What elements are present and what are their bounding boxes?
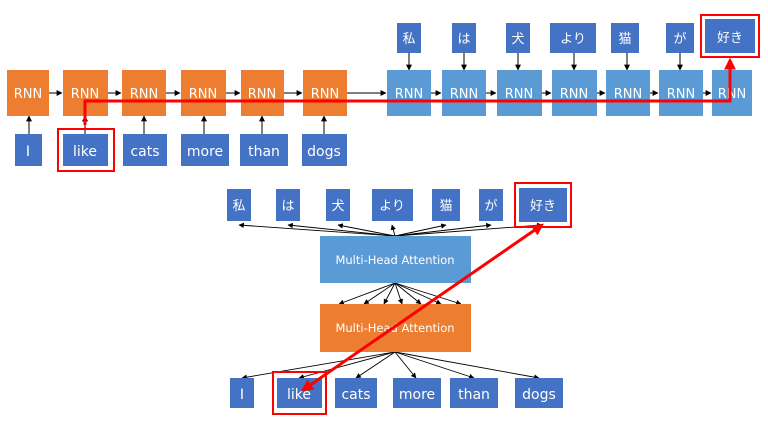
rnn-input-words: I like cats more than dogs (15, 134, 347, 166)
svg-text:than: than (458, 387, 490, 403)
rnn-input-word: than (240, 134, 288, 166)
rnn-decoder-cells: RNN RNN RNN RNN RNN RNN RNN (387, 70, 752, 116)
rnn-decoder-cell: RNN (497, 70, 542, 116)
attention-input-word: than (450, 378, 498, 408)
rnn-decoder-cell: RNN (387, 70, 431, 116)
attention-input-word: dogs (515, 378, 563, 408)
svg-text:dogs: dogs (522, 387, 556, 403)
rnn-input-word: dogs (302, 134, 347, 166)
rnn-output-word: 犬 (506, 23, 530, 53)
svg-text:RNN: RNN (614, 87, 642, 102)
svg-text:more: more (187, 144, 223, 160)
svg-text:猫: 猫 (439, 199, 452, 214)
rnn-output-word: 私 (397, 23, 421, 53)
rnn-input-word: more (181, 134, 229, 166)
svg-text:好き: 好き (717, 31, 743, 46)
attention-input-word: I (230, 378, 254, 408)
svg-text:私: 私 (402, 32, 415, 47)
attention-output-word: 私 (227, 189, 251, 221)
svg-text:RNN: RNN (71, 87, 99, 102)
svg-text:RNN: RNN (130, 87, 158, 102)
attention-output-word: 犬 (326, 189, 350, 221)
svg-text:dogs: dogs (307, 144, 341, 160)
svg-text:RNN: RNN (667, 87, 695, 102)
rnn-output-word: 好き (705, 19, 755, 53)
svg-text:cats: cats (130, 144, 159, 160)
svg-text:猫: 猫 (618, 32, 631, 47)
rnn-input-word: cats (123, 134, 167, 166)
svg-text:RNN: RNN (189, 87, 217, 102)
rnn-output-word: より (550, 23, 596, 53)
svg-text:RNN: RNN (718, 87, 746, 102)
rnn-encoder-cell: RNN (7, 70, 49, 116)
svg-text:が: が (484, 199, 497, 214)
svg-text:Multi-Head Attention: Multi-Head Attention (335, 253, 454, 267)
svg-text:more: more (399, 387, 435, 403)
rnn-decoder-cell: RNN (606, 70, 650, 116)
rnn-encoder-cell: RNN (241, 70, 284, 116)
decoder-attention-block: Multi-Head Attention (320, 236, 471, 283)
rnn-dependency-path (83, 57, 736, 125)
svg-text:より: より (379, 199, 405, 214)
rnn-input-arrows (26, 115, 327, 134)
svg-text:RNN: RNN (560, 87, 588, 102)
svg-text:は: は (281, 199, 294, 214)
svg-text:私: 私 (232, 199, 245, 214)
attention-output-word: より (372, 189, 413, 221)
attention-diagram: 私 は 犬 より 猫 が 好き Multi-Head Attention Mul… (227, 182, 572, 415)
attention-output-word: 猫 (432, 189, 460, 221)
attention-highlight-input-box (272, 371, 327, 415)
rnn-decoder-cell: RNN (552, 70, 597, 116)
rnn-diagram: RNN RNN RNN RNN RNN RNN RNN RNN RNN RNN … (7, 14, 760, 172)
svg-text:RNN: RNN (395, 87, 423, 102)
svg-text:I: I (240, 387, 244, 403)
svg-text:RNN: RNN (14, 87, 42, 102)
svg-text:犬: 犬 (331, 199, 344, 214)
svg-text:好き: 好き (530, 199, 556, 214)
rnn-decoder-cell: RNN (659, 70, 703, 116)
attention-output-word: 好き (519, 188, 567, 222)
encoder-attention-block: Multi-Head Attention (320, 304, 471, 352)
svg-text:は: は (457, 32, 470, 47)
attention-dependency-path (301, 223, 544, 392)
rnn-encoder-cell: RNN (181, 70, 226, 116)
svg-text:I: I (26, 144, 30, 160)
svg-text:than: than (248, 144, 280, 160)
svg-text:RNN: RNN (311, 87, 339, 102)
attention-output-word: は (276, 189, 300, 221)
rnn-highlight-input-box (57, 128, 115, 172)
rnn-output-word: は (452, 23, 476, 53)
svg-text:RNN: RNN (248, 87, 276, 102)
decoder-attention-output-arrows (238, 222, 543, 237)
rnn-highlight-output-box (700, 14, 760, 58)
svg-text:犬: 犬 (511, 32, 524, 47)
attention-output-words: 私 は 犬 より 猫 が 好き (227, 188, 567, 222)
svg-text:cats: cats (341, 387, 370, 403)
rnn-output-arrows (406, 53, 683, 71)
rnn-encoder-cell: RNN (303, 70, 347, 116)
svg-text:RNN: RNN (505, 87, 533, 102)
svg-text:like: like (73, 144, 97, 160)
rnn-input-word: I (15, 134, 42, 166)
svg-text:より: より (560, 32, 586, 47)
rnn-decoder-cell: RNN (712, 70, 752, 116)
attention-output-word: が (479, 189, 503, 221)
attention-input-word: more (393, 378, 441, 408)
svg-text:が: が (673, 32, 686, 47)
svg-text:like: like (287, 387, 311, 403)
attention-input-words: I like cats more than dogs (230, 378, 563, 408)
svg-text:RNN: RNN (450, 87, 478, 102)
rnn-output-word: が (666, 23, 694, 53)
rnn-input-word: like (63, 134, 108, 166)
encoder-attention-input-arrows (241, 351, 540, 380)
rnn-output-word: 猫 (611, 23, 639, 53)
rnn-decoder-cell: RNN (442, 70, 486, 116)
rnn-output-words: 私 は 犬 より 猫 が 好き (397, 19, 755, 53)
attention-input-word: cats (335, 378, 377, 408)
rnn-encoder-cell: RNN (122, 70, 166, 116)
